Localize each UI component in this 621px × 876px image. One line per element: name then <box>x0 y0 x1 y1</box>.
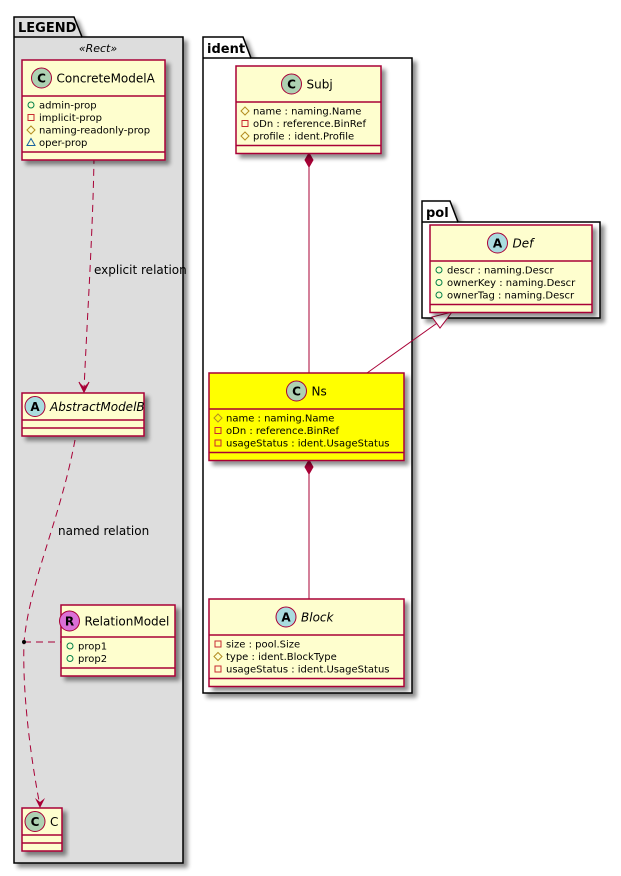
class-name: C <box>50 815 58 829</box>
class-abstract-model-b[interactable]: A AbstractModelB <box>21 392 145 437</box>
package-title-legend: LEGEND <box>18 21 77 36</box>
composition-diamond-icon <box>304 458 314 476</box>
abstract-circle-icon: A <box>487 232 508 254</box>
visibility-package-icon <box>26 137 36 146</box>
class-attribute: naming-readonly-prop <box>39 126 150 137</box>
visibility-private-icon <box>214 439 222 447</box>
circle-letter: A <box>493 237 503 251</box>
class-attribute: usageStatus : ident.UsageStatus <box>226 665 390 676</box>
edge-explicit-relation <box>78 156 95 394</box>
edge-subj-ns-composition <box>304 151 314 373</box>
package-stereotype: «Rect» <box>79 42 118 55</box>
visibility-private-icon <box>214 665 222 673</box>
visibility-private-icon <box>27 114 35 121</box>
class-attribute: prop2 <box>78 654 107 665</box>
class-attribute: oDn : reference.BinRef <box>253 119 366 130</box>
abstract-circle-icon: A <box>24 396 46 417</box>
visibility-protected-icon <box>240 106 250 116</box>
class-attribute: oper-prop <box>39 138 87 149</box>
edge-ns-block-composition <box>304 458 314 599</box>
circle-letter: R <box>65 615 74 629</box>
class-circle-icon: C <box>31 67 52 89</box>
circle-letter: C <box>37 72 46 86</box>
association-point <box>22 640 26 644</box>
class-circle-icon: C <box>281 73 302 95</box>
edge-named-relation <box>22 439 76 808</box>
visibility-public-icon <box>435 279 443 286</box>
class-circle-icon: C <box>286 380 307 402</box>
visibility-public-icon <box>66 655 74 662</box>
circle-letter: C <box>287 78 296 92</box>
package-ident <box>202 36 413 694</box>
visibility-protected-icon <box>213 413 223 423</box>
composition-diamond-icon <box>304 151 314 169</box>
visibility-private-icon <box>214 427 222 434</box>
visibility-public-icon <box>27 101 35 109</box>
class-name: Block <box>301 611 335 625</box>
arrow-head-icon <box>80 383 88 392</box>
class-name: Subj <box>307 78 333 92</box>
abstract-circle-icon: A <box>275 606 297 628</box>
visibility-protected-icon <box>240 131 250 141</box>
class-attribute: implicit-prop <box>39 113 102 124</box>
circle-letter: A <box>281 611 291 625</box>
class-name: RelationModel <box>85 615 170 629</box>
class-attribute: admin-prop <box>39 101 97 112</box>
class-name: Def <box>513 237 536 251</box>
package-title-ident: ident <box>207 42 245 57</box>
class-attribute: type : ident.BlockType <box>226 652 337 663</box>
arrow-head-icon <box>35 798 45 808</box>
relation-circle-icon: R <box>59 610 80 632</box>
relation-label-explicit: explicit relation <box>94 263 187 277</box>
class-name: AbstractModelB <box>49 400 145 414</box>
class-attribute: ownerTag : naming.Descr <box>447 291 575 302</box>
visibility-public-icon <box>435 266 443 274</box>
visibility-protected-icon <box>213 651 223 662</box>
circle-letter: C <box>292 385 301 399</box>
class-attribute: name : naming.Name <box>226 414 334 425</box>
visibility-private-icon <box>214 640 222 648</box>
relation-label-named: named relation <box>58 524 149 538</box>
circle-letter: C <box>31 815 40 829</box>
generalization-arrow-icon <box>431 311 454 329</box>
class-attribute: size : pool.Size <box>226 640 300 651</box>
class-circle-icon: C <box>24 811 46 832</box>
class-attribute: usageStatus : ident.UsageStatus <box>226 439 390 450</box>
class-attribute: name : naming.Name <box>253 107 361 118</box>
circle-letter: A <box>30 400 40 414</box>
class-attribute: ownerKey : naming.Descr <box>447 278 576 289</box>
visibility-private-icon <box>241 120 249 127</box>
class-attribute: profile : ident.Profile <box>253 132 354 143</box>
visibility-public-icon <box>435 291 443 299</box>
class-attribute: oDn : reference.BinRef <box>226 426 339 437</box>
edge-ns-def-generalization <box>366 311 454 374</box>
visibility-protected-icon <box>26 125 36 135</box>
package-title-pol: pol <box>426 206 449 221</box>
class-name: ConcreteModelA <box>57 72 156 86</box>
class-name: Ns <box>312 385 327 399</box>
visibility-public-icon <box>66 642 74 650</box>
class-attribute: prop1 <box>78 642 107 653</box>
class-attribute: descr : naming.Descr <box>447 266 554 277</box>
